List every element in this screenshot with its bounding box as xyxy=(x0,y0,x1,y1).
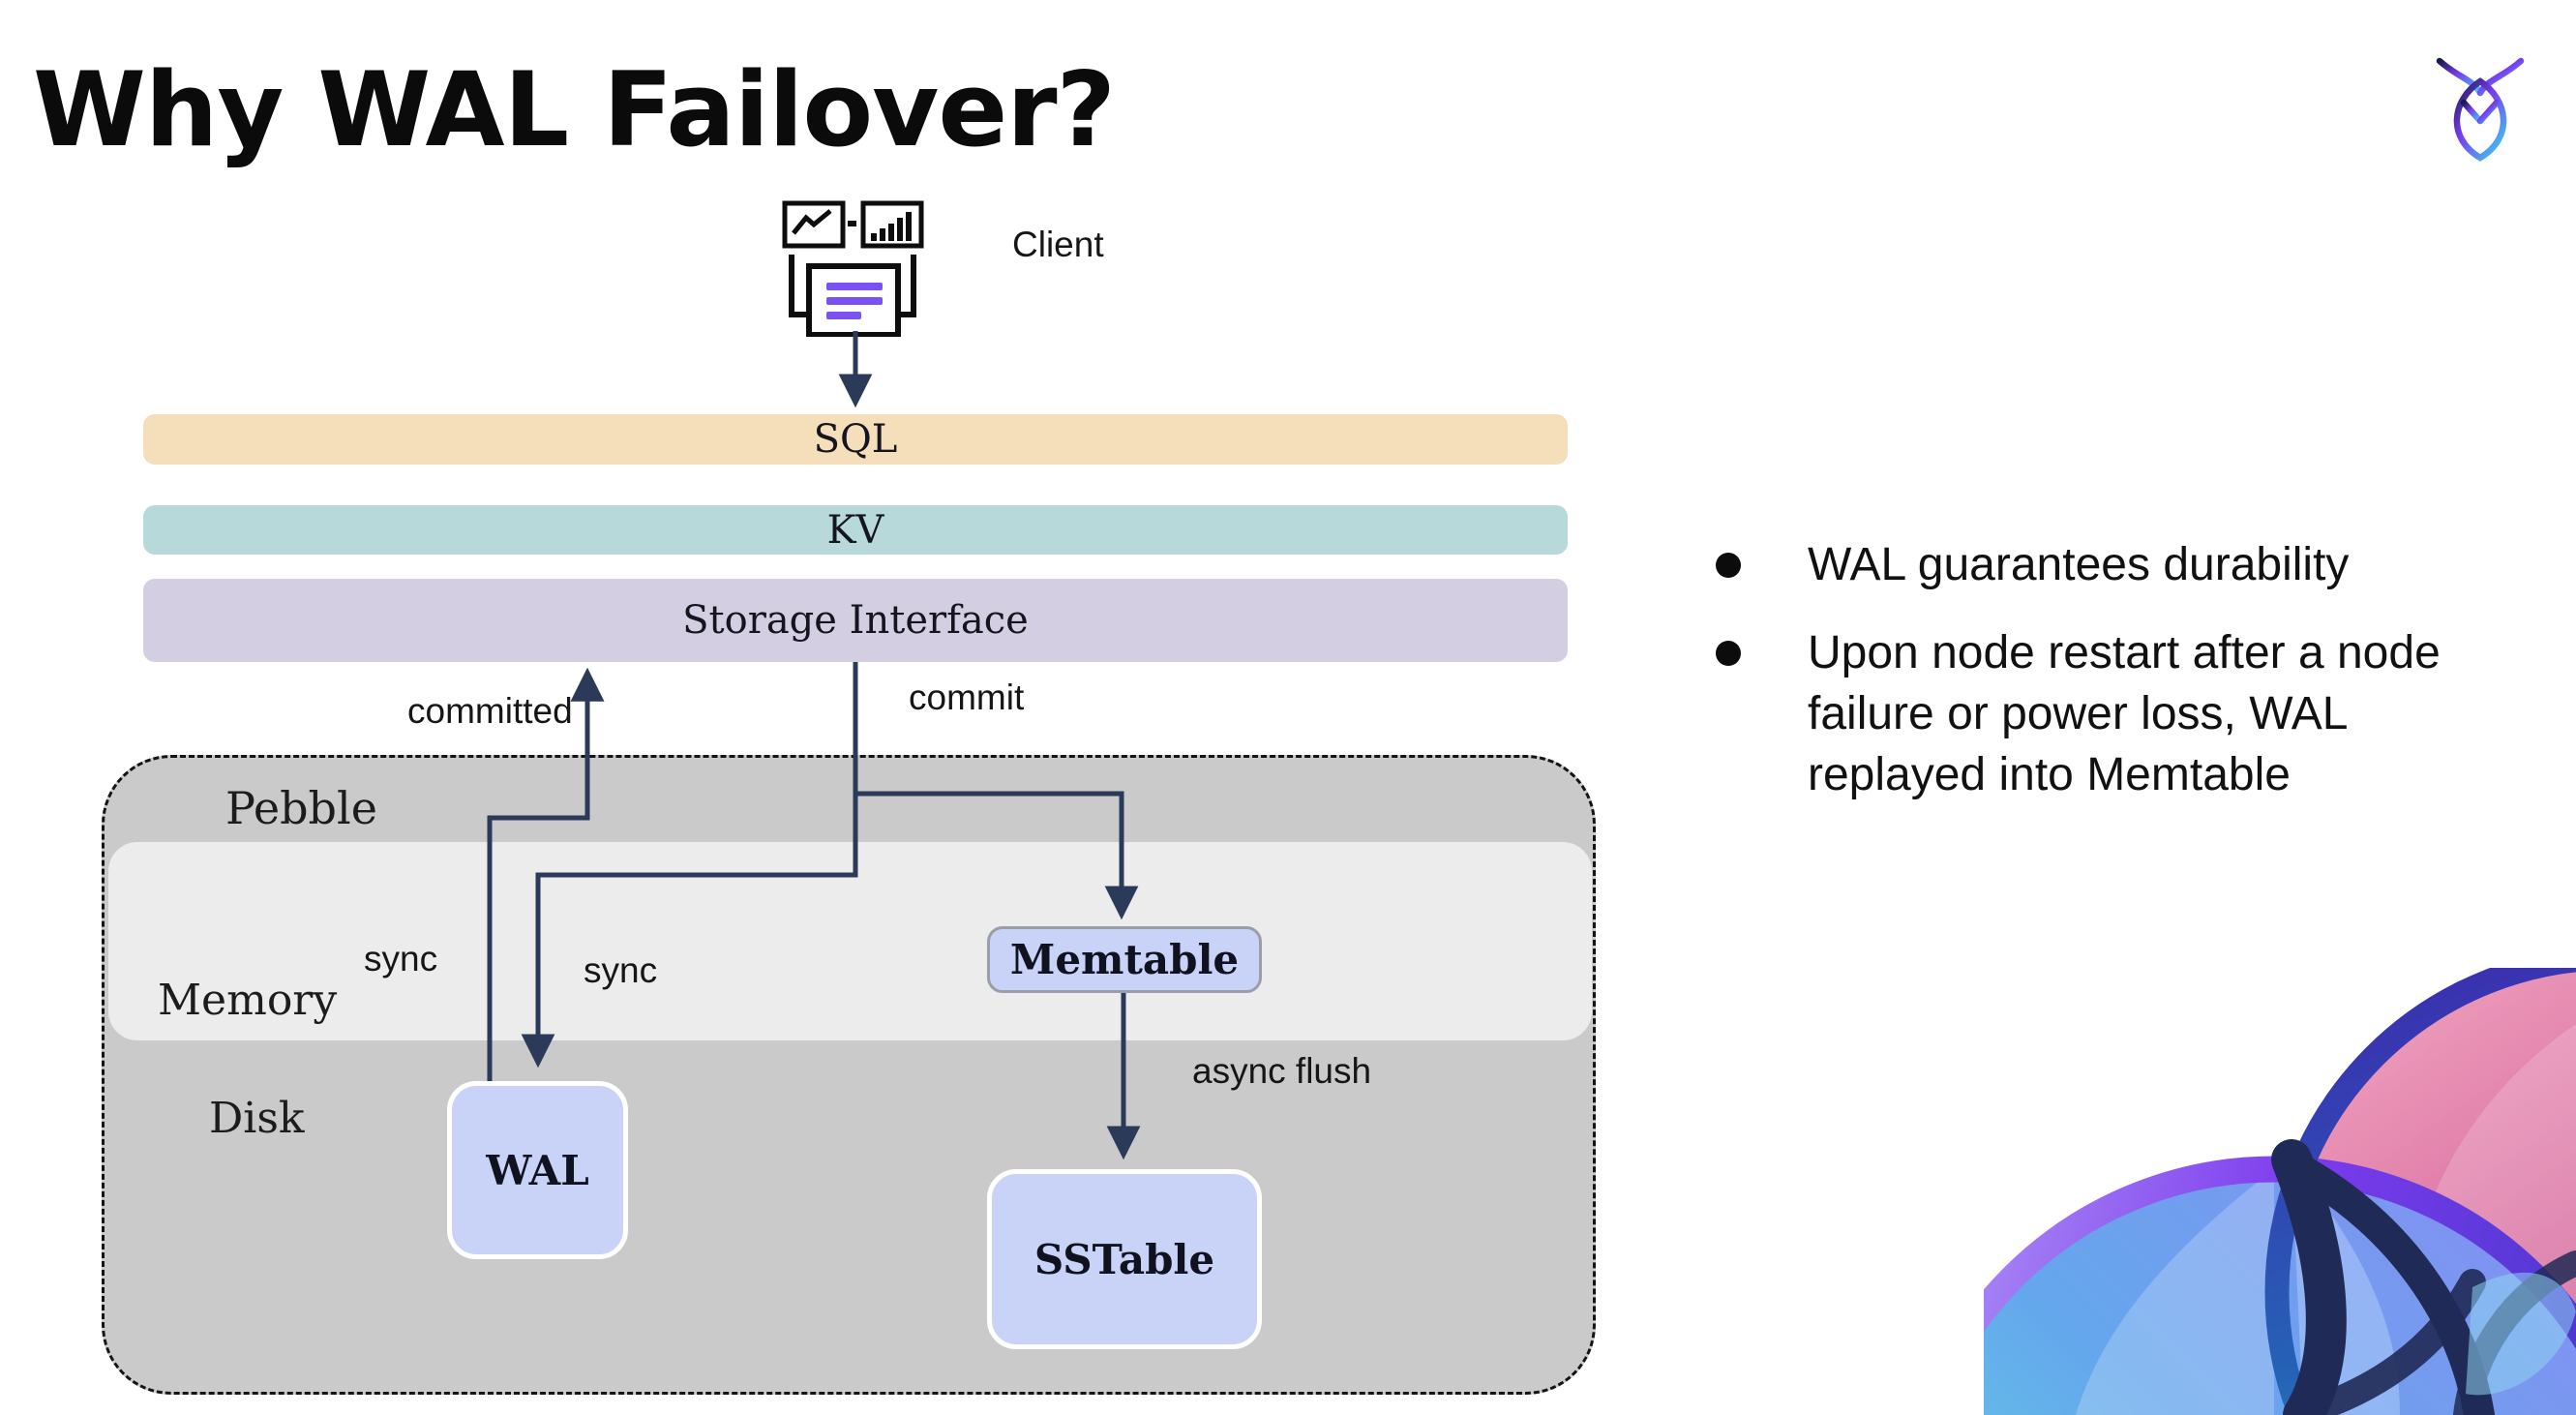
bullet-dot xyxy=(1716,641,1741,666)
commit-edge-label: commit xyxy=(909,677,1025,717)
wal-node: WAL xyxy=(447,1081,628,1259)
cockroachdb-logo-icon xyxy=(2436,57,2525,162)
bullet-text: WAL guarantees durability xyxy=(1808,539,2350,590)
bullet-item: WAL guarantees durability xyxy=(1699,534,2464,595)
brand-artwork-decoration xyxy=(1984,968,2576,1415)
disk-label: Disk xyxy=(209,1094,305,1143)
committed-edge-label: committed xyxy=(407,691,573,731)
bullet-text: Upon node restart after a node failure o… xyxy=(1808,627,2441,800)
sstable-node-label: SSTable xyxy=(1033,1235,1215,1283)
layer-bar-sql-label: SQL xyxy=(813,417,898,462)
layer-bar-storage-interface: Storage Interface xyxy=(143,579,1568,662)
pebble-label: Pebble xyxy=(225,782,377,834)
memtable-node-label: Memtable xyxy=(1009,936,1240,983)
sstable-node: SSTable xyxy=(987,1169,1262,1349)
layer-bar-storage-label: Storage Interface xyxy=(682,598,1029,643)
sync-right-edge-label: sync xyxy=(584,950,658,990)
layer-bar-kv: KV xyxy=(143,505,1568,555)
bullet-list: WAL guarantees durability Upon node rest… xyxy=(1699,534,2464,805)
bullet-item: Upon node restart after a node failure o… xyxy=(1699,622,2464,805)
bullet-dot xyxy=(1716,553,1741,578)
memtable-node: Memtable xyxy=(987,926,1262,993)
page-title: Why WAL Failover? xyxy=(33,50,1116,169)
async-flush-edge-label: async flush xyxy=(1192,1051,1372,1091)
wal-node-label: WAL xyxy=(486,1146,589,1194)
client-computer-icon xyxy=(782,200,924,337)
sync-left-edge-label: sync xyxy=(364,939,438,978)
memory-label: Memory xyxy=(158,976,338,1025)
client-label: Client xyxy=(1012,225,1104,264)
layer-bar-sql: SQL xyxy=(143,414,1568,465)
layer-bar-kv-label: KV xyxy=(826,507,884,553)
